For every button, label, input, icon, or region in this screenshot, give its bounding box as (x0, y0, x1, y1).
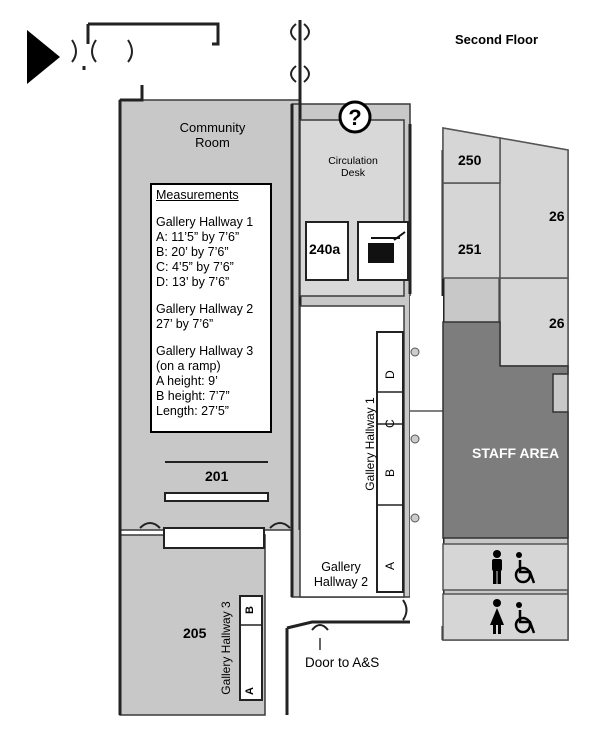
pillars (410, 347, 420, 523)
section-letter-a: A (383, 561, 397, 570)
legend-h3-title: Gallery Hallway 3 (156, 344, 254, 358)
gallery-hallway-1-label: Gallery Hallway 1 (363, 397, 377, 491)
legend-h1-d: D: 13’ by 7’6” (156, 275, 230, 289)
room-205-label: 205 (183, 625, 207, 641)
section-letter-h3-a: A (244, 687, 256, 695)
section-letter-c: C (383, 419, 397, 428)
restroom-women (442, 593, 569, 641)
staff-area-label: STAFF AREA (472, 445, 560, 461)
room-201-door-block (163, 527, 265, 549)
room-250-label: 250 (458, 152, 482, 168)
legend-h2-size: 27’ by 7’6” (156, 317, 214, 331)
legend-h1-title: Gallery Hallway 1 (156, 215, 254, 229)
legend-h3-length: Length: 27’5” (156, 404, 229, 418)
door-to-as-label: Door to A&S (305, 655, 380, 670)
legend-h1-a: A: 11’5” by 7’6” (156, 230, 240, 244)
svg-text:?: ? (348, 105, 361, 130)
gallery-hallway-3-label: Gallery Hallway 3 (219, 601, 233, 695)
legend-h3-b: B height: 7’7” (156, 389, 230, 403)
gallery-hallway-1-bar (376, 331, 404, 593)
section-letter-h3-b: B (244, 606, 256, 614)
men-restroom-icon (492, 550, 502, 584)
gallery-hallway-3-bar (239, 595, 263, 701)
women-restroom-icon (490, 599, 504, 634)
legend-h3-note: (on a ramp) (156, 359, 221, 373)
room-26-lower-label: 26 (549, 315, 565, 331)
legend-h1-b: B: 20’ by 7’6” (156, 245, 229, 259)
legend-h3-a: A height: 9’ (156, 374, 218, 388)
section-letter-b: B (383, 468, 397, 477)
wheelchair-icon (514, 610, 536, 634)
wheelchair-icon (514, 560, 536, 584)
legend-title: Measurements (156, 188, 239, 202)
room-250 (442, 127, 501, 184)
community-room-label: Community Room (179, 120, 246, 150)
direction-arrow-icon (27, 30, 60, 84)
room-240a-label: 240a (309, 241, 341, 257)
gallery-hallway-2-label: Gallery Hallway 2 (313, 560, 369, 589)
question-mark-icon: ? (338, 100, 372, 134)
legend-h1-c: C: 4’5” by 7’6” (156, 260, 234, 274)
room-251 (442, 182, 501, 279)
restroom-men (442, 543, 569, 591)
room-26-upper-label: 26 (549, 208, 565, 224)
map-title: Second Floor (455, 32, 539, 47)
copier-icon (368, 231, 406, 263)
legend-h2-title: Gallery Hallway 2 (156, 302, 254, 316)
circulation-desk-label: Circulation Desk (328, 155, 378, 179)
room-201-label: 201 (205, 468, 229, 484)
room-26-upper (499, 137, 569, 279)
room-240a (305, 221, 349, 281)
measurements-legend: Measurements Gallery Hallway 1 A: 11’5” … (150, 183, 272, 433)
room-251-label: 251 (458, 241, 482, 257)
staff-area (442, 321, 569, 539)
section-letter-d: D (383, 370, 397, 379)
